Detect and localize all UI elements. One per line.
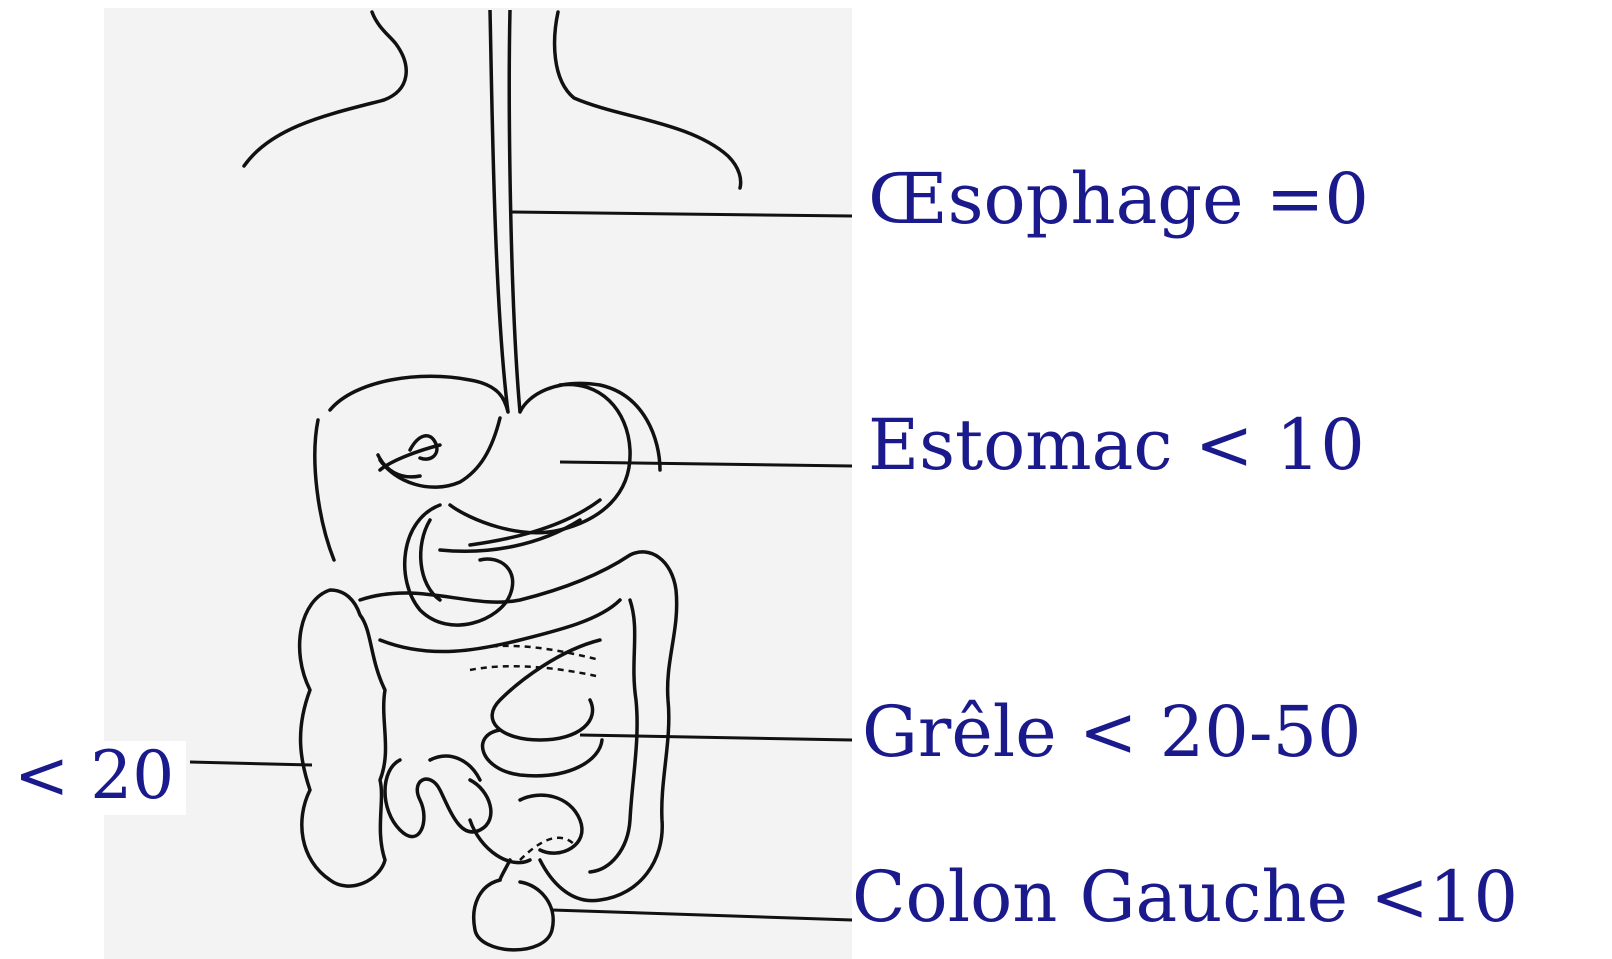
label-grele: Grêle < 20-50 — [862, 697, 1362, 767]
label-estomac: Estomac < 10 — [868, 410, 1365, 480]
label-oesophage: Œsophage =0 — [868, 164, 1369, 234]
label-colon-gauche: Colon Gauche <10 — [852, 862, 1518, 932]
drawing-background — [104, 8, 852, 959]
label-colon-droit: < 20 — [10, 741, 186, 815]
